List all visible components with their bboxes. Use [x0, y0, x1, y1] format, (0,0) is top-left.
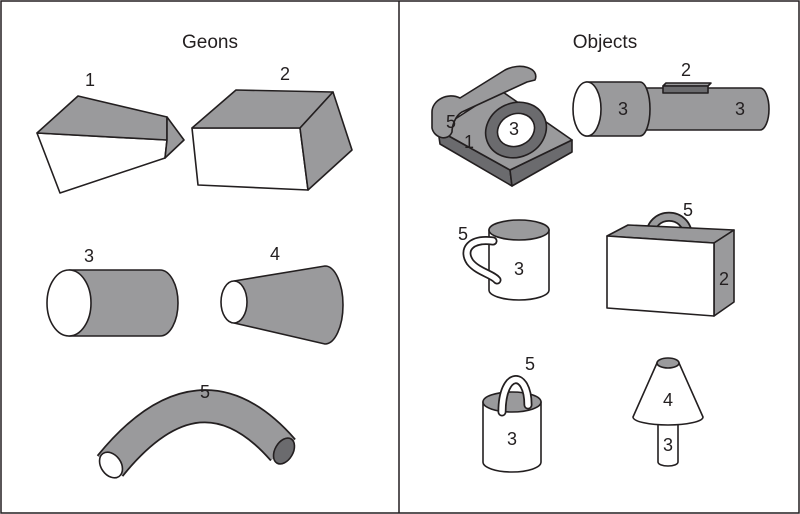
geon-5-curved-tube: 5 — [96, 382, 296, 479]
bucket-body-label: 3 — [507, 429, 517, 449]
geon-1-label: 1 — [85, 70, 95, 90]
geon-5-far-end — [272, 437, 296, 465]
geon-4-end-cap — [220, 280, 248, 324]
geon-3-label: 3 — [84, 246, 94, 266]
flashlight-lens — [572, 81, 602, 137]
telephone-dial-label: 3 — [509, 119, 519, 139]
lamp-shade-top — [656, 357, 680, 369]
geon-4-body — [233, 265, 344, 345]
geon-4-label: 4 — [270, 244, 280, 264]
geon-1-end-face — [164, 116, 185, 159]
object-bucket: 5 3 — [482, 354, 542, 473]
bucket-handle-label: 5 — [525, 354, 535, 374]
briefcase-side-label: 2 — [719, 269, 729, 289]
geon-3-end-cap — [46, 269, 92, 337]
lamp-base — [657, 419, 679, 467]
geons-title: Geons — [182, 32, 238, 53]
object-lamp: 4 3 — [632, 357, 704, 467]
geon-5-tube-body — [98, 391, 295, 476]
geon-2-block: 2 — [191, 64, 353, 191]
object-mug: 5 3 — [458, 219, 550, 301]
flashlight-head — [585, 81, 651, 137]
object-flashlight: 2 3 3 — [572, 60, 770, 137]
telephone-body-label: 1 — [464, 132, 474, 152]
flashlight-switch — [662, 85, 709, 94]
geon-5-label: 5 — [200, 382, 210, 402]
mug-rim — [488, 219, 550, 241]
flashlight-barrel — [639, 87, 770, 131]
object-telephone: 3 1 5 — [431, 65, 573, 187]
flashlight-barrel-label: 3 — [735, 99, 745, 119]
mug-body-label: 3 — [514, 259, 524, 279]
geon-3-cylinder: 3 — [46, 246, 179, 337]
geon-3-body — [68, 269, 179, 337]
geon-1-top-face — [36, 95, 168, 141]
flashlight-head-label: 3 — [618, 99, 628, 119]
flashlight-switch-label: 2 — [681, 60, 691, 80]
telephone-dial-center — [496, 112, 536, 148]
lamp-shade — [632, 362, 704, 426]
objects-title: Objects — [573, 32, 637, 53]
telephone-handset-label: 5 — [446, 112, 456, 132]
geon-2-side-face — [299, 91, 353, 191]
geon-5-front-end — [98, 451, 124, 479]
geon-1-wedge: 1 — [36, 70, 185, 194]
lamp-shade-label: 4 — [663, 390, 673, 410]
object-briefcase: 5 2 — [606, 200, 735, 317]
mug-body — [488, 229, 550, 301]
objects-panel: Objects 3 1 5 2 3 3 — [431, 32, 770, 473]
bucket-body — [482, 401, 542, 473]
geons-panel: Geons 1 2 3 4 — [36, 32, 353, 479]
telephone-handset — [431, 65, 537, 139]
briefcase-front — [606, 235, 715, 317]
lamp-base-label: 3 — [663, 435, 673, 455]
bucket-handle — [499, 376, 531, 415]
geon-1-front-face — [36, 132, 168, 194]
briefcase-handle-label: 5 — [683, 200, 693, 220]
geon-4-cone: 4 — [220, 244, 344, 345]
geon-2-front-face — [191, 127, 309, 191]
geon-2-label: 2 — [280, 64, 290, 84]
mug-handle-label: 5 — [458, 224, 468, 244]
mug-handle — [464, 237, 500, 283]
